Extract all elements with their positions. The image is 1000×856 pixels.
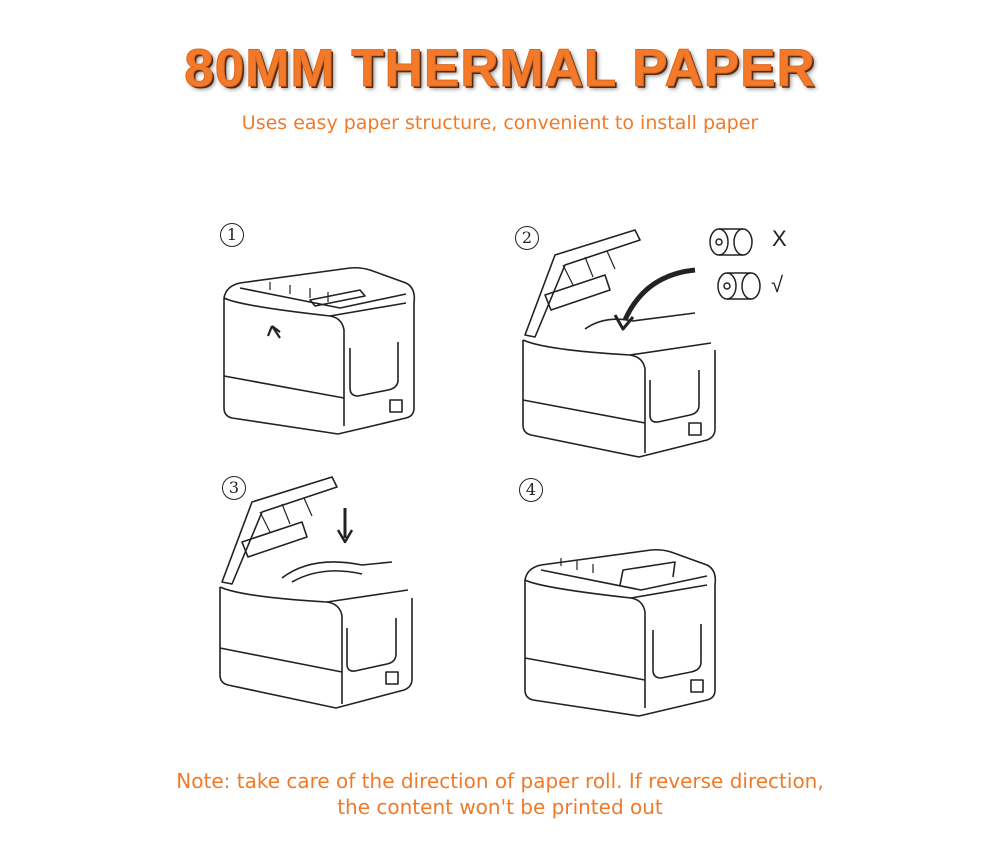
wrong-direction-mark: X	[772, 226, 787, 251]
step-4-number: 4	[519, 478, 543, 502]
installation-note: Note: take care of the direction of pape…	[0, 768, 1000, 820]
step-3-number: 3	[222, 476, 246, 500]
page-subtitle: Uses easy paper structure, convenient to…	[241, 112, 759, 134]
step-3-printer-open-roll-inserted-illustration	[219, 476, 413, 709]
note-line-1: Note: take care of the direction of pape…	[176, 769, 824, 793]
step-1-printer-closed-illustration	[223, 266, 416, 435]
paper-roll-right-icon	[717, 272, 761, 300]
note-line-2: the content won't be printed out	[337, 795, 663, 819]
step-4-printer-closed-paper-out-illustration	[524, 548, 717, 717]
paper-roll-wrong-icon	[709, 228, 753, 256]
step-1-number: 1	[220, 223, 244, 247]
step-2-number: 2	[515, 226, 539, 250]
right-direction-mark: √	[771, 272, 784, 297]
page-title: 80MM THERMAL PAPER	[184, 39, 816, 99]
step-2-printer-open-insert-roll-illustration	[522, 229, 716, 458]
